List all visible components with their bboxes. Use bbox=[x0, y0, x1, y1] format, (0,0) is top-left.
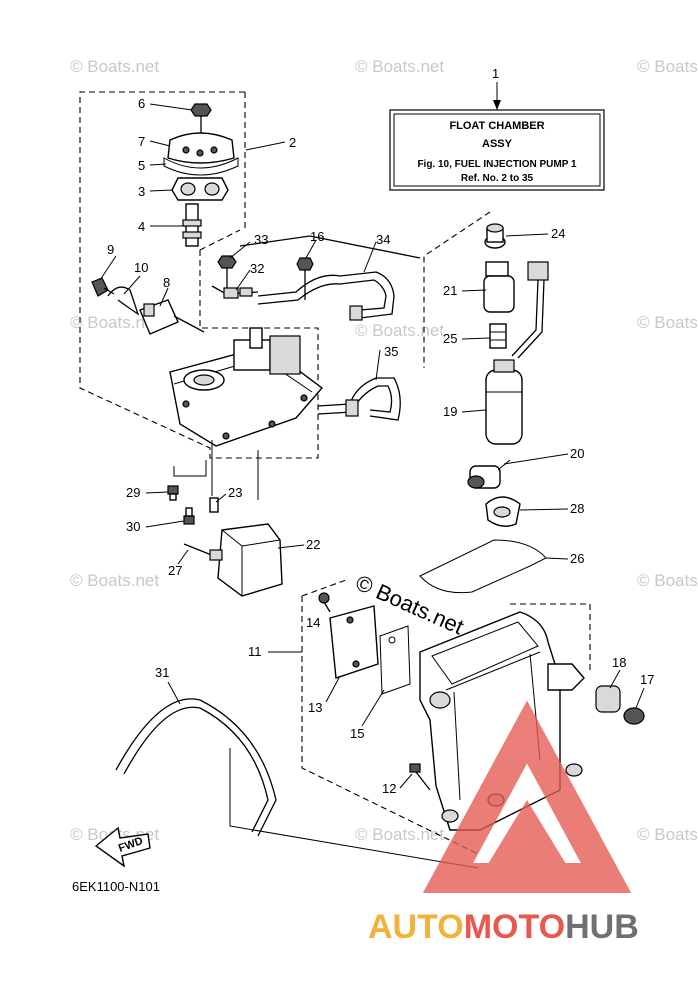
callout-32: 32 bbox=[250, 261, 264, 276]
callout-24: 24 bbox=[551, 226, 565, 241]
watermark: © Boats.net bbox=[637, 57, 698, 76]
leader-lines bbox=[99, 103, 381, 500]
bolt-12 bbox=[409, 763, 431, 791]
valve-8 bbox=[139, 299, 205, 335]
callout-labels: 6 7 5 3 4 2 9 10 8 33 32 16 34 35 29 30 … bbox=[107, 96, 654, 796]
callout-2: 2 bbox=[289, 135, 296, 150]
hose-31 bbox=[115, 698, 277, 837]
callout-16: 16 bbox=[310, 229, 324, 244]
grommet-18 bbox=[595, 685, 621, 713]
callout-5: 5 bbox=[138, 158, 145, 173]
title-line-3: Fig. 10, FUEL INJECTION PUMP 1 bbox=[417, 159, 577, 170]
screw-9 bbox=[91, 277, 115, 297]
callout-29: 29 bbox=[126, 485, 140, 500]
pin-27 bbox=[183, 543, 223, 561]
brand-wordmark: AUTOMOTOHUB bbox=[368, 908, 639, 946]
hose-34 bbox=[257, 271, 395, 321]
hose-35 bbox=[317, 377, 401, 421]
callout-1: 1 bbox=[492, 66, 499, 81]
callout-10: 10 bbox=[134, 260, 148, 275]
callout-18: 18 bbox=[612, 655, 626, 670]
callout-9: 9 bbox=[107, 242, 114, 257]
clamp-3 bbox=[171, 177, 229, 201]
brand-part-auto: AUTO bbox=[368, 908, 464, 946]
callout-15: 15 bbox=[350, 726, 364, 741]
callout-31: 31 bbox=[155, 665, 169, 680]
title-box: 1 FLOAT CHAMBER ASSY Fig. 10, FUEL INJEC… bbox=[389, 66, 605, 191]
cap-17 bbox=[623, 707, 645, 725]
sensor-22 bbox=[217, 523, 283, 597]
title-line-4: Ref. No. 2 to 35 bbox=[461, 173, 534, 184]
callout-8: 8 bbox=[163, 275, 170, 290]
callout-25: 25 bbox=[443, 331, 457, 346]
filter-20 bbox=[467, 459, 511, 489]
watermark: © Boats.net bbox=[355, 57, 444, 76]
cover-7 bbox=[167, 132, 235, 164]
callout-21: 21 bbox=[443, 283, 457, 298]
pin-23 bbox=[209, 497, 219, 513]
fitting-32 bbox=[211, 285, 259, 299]
bolt-30 bbox=[183, 507, 195, 525]
hose-31-guide bbox=[229, 748, 479, 869]
bolt-6 bbox=[190, 103, 212, 136]
float-chamber-11 bbox=[419, 611, 585, 831]
chamber-cover bbox=[169, 327, 324, 447]
callout-4: 4 bbox=[138, 219, 145, 234]
callout-27: 27 bbox=[168, 563, 182, 578]
watermark: © Boats.net bbox=[70, 57, 159, 76]
filter-21 bbox=[483, 261, 515, 313]
callout-23: 23 bbox=[228, 485, 242, 500]
watermark: © Boats.net bbox=[637, 571, 698, 590]
title-line-1: FLOAT CHAMBER bbox=[449, 120, 544, 132]
gasket-15 bbox=[379, 625, 411, 695]
diagram-code: 6EK1100-N101 bbox=[72, 879, 160, 894]
callout-35: 35 bbox=[384, 344, 398, 359]
callout-26: 26 bbox=[570, 551, 584, 566]
lower-group-outline bbox=[301, 579, 591, 855]
callout-11: 11 bbox=[248, 644, 262, 659]
bracket-10 bbox=[107, 286, 140, 316]
callout-17: 17 bbox=[640, 672, 654, 687]
watermark: © Boats.net bbox=[355, 825, 444, 844]
bolt-16 bbox=[296, 257, 314, 300]
watermark: © Boats.net bbox=[637, 825, 698, 844]
callout-33: 33 bbox=[254, 232, 268, 247]
bolt-29 bbox=[167, 485, 179, 501]
brand-part-moto: MOTO bbox=[464, 908, 565, 946]
bracket-28 bbox=[485, 496, 521, 527]
cap-24 bbox=[484, 223, 506, 249]
callout-6: 6 bbox=[138, 96, 145, 111]
plate-13 bbox=[329, 605, 379, 679]
grommet-25 bbox=[489, 323, 507, 349]
callout-19: 19 bbox=[443, 404, 457, 419]
pump-19 bbox=[485, 359, 523, 445]
callout-14: 14 bbox=[306, 615, 320, 630]
brand-part-hub: HUB bbox=[565, 908, 639, 946]
callout-3: 3 bbox=[138, 184, 145, 199]
gasket-5 bbox=[163, 157, 239, 176]
callout-13: 13 bbox=[308, 700, 322, 715]
callout-12: 12 bbox=[382, 781, 396, 796]
connector-24 bbox=[511, 261, 549, 359]
callout-7: 7 bbox=[138, 134, 145, 149]
bolt-14 bbox=[318, 592, 331, 613]
brand-logo: AUTOMOTOHUB bbox=[368, 700, 639, 946]
title-line-2: ASSY bbox=[482, 138, 513, 150]
callout-22: 22 bbox=[306, 537, 320, 552]
callout-30: 30 bbox=[126, 519, 140, 534]
watermark: © Boats.net bbox=[355, 321, 444, 340]
fitting-4 bbox=[182, 203, 202, 247]
upper-left-group-outline bbox=[79, 91, 319, 459]
pump-group-outline bbox=[239, 211, 491, 368]
watermark: © Boats.net bbox=[637, 313, 698, 332]
callout-28: 28 bbox=[570, 501, 584, 516]
callout-20: 20 bbox=[570, 446, 584, 461]
watermark: © Boats.net bbox=[70, 313, 159, 332]
fwd-arrow: FWD bbox=[94, 826, 151, 868]
watermark: © Boats.net bbox=[70, 571, 159, 590]
gasket-26 bbox=[419, 539, 547, 594]
brand-triangle-icon bbox=[422, 700, 632, 893]
callout-34: 34 bbox=[376, 232, 390, 247]
